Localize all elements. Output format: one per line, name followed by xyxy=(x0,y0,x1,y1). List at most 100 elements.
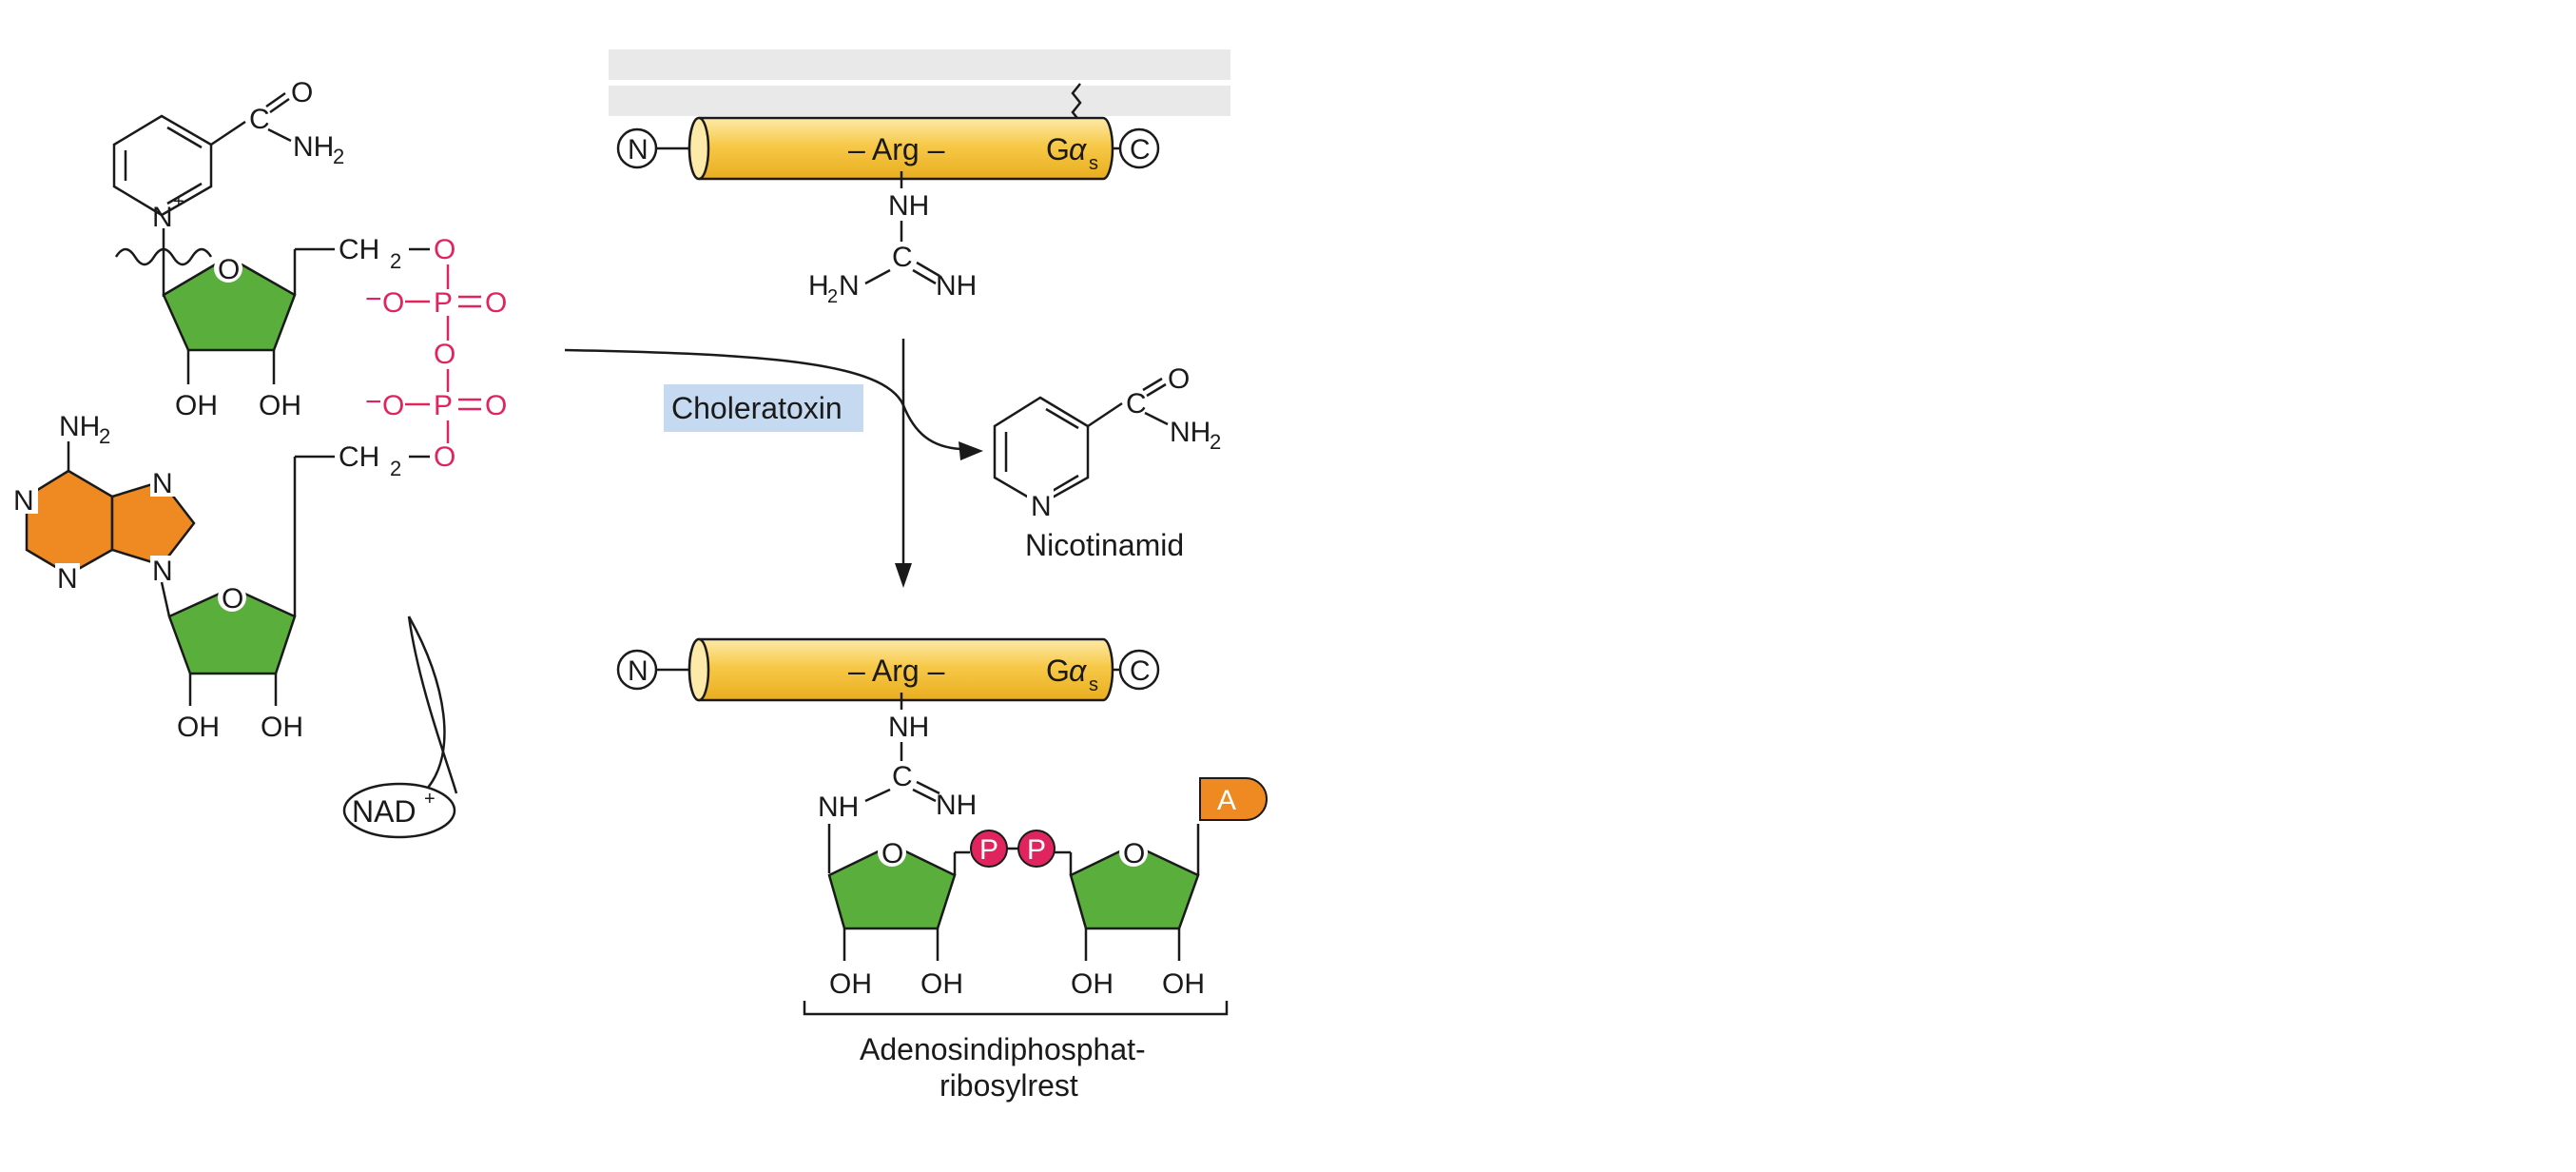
upper-ribose-o: O xyxy=(218,254,240,285)
adp-label-line-1: Adenosindiphosphat- xyxy=(860,1032,1146,1066)
adenine-n9: N xyxy=(152,556,173,587)
arg-nh-bottom: NH xyxy=(888,712,929,743)
adp-ribose-right-o: O xyxy=(1123,838,1145,869)
nicotinamide-product: C O NH 2 N Nicotinamid xyxy=(993,363,1221,562)
adp-ribose-left xyxy=(827,843,957,930)
g-alpha-s-bottom: N C – Arg – G α s NH C NH NH xyxy=(616,637,1160,873)
arg-nh-right-bottom: NH xyxy=(936,790,977,821)
enzyme-label: Choleratoxin xyxy=(671,391,843,425)
nad-ring-charge: + xyxy=(173,191,184,212)
adenine-tag xyxy=(1199,777,1268,821)
arg-nh-left-bottom: NH xyxy=(818,791,859,823)
svg-text:N: N xyxy=(628,655,649,687)
nicotinamide-o: O xyxy=(1168,363,1190,395)
upper-ribose: O OH OH CH 2 xyxy=(162,234,430,421)
upper-ribose-oh-1: OH xyxy=(175,390,218,421)
upper-ribose-oh-2: OH xyxy=(259,390,301,421)
nicotinamide-label: Nicotinamid xyxy=(1025,528,1184,562)
nicotinamide-nh2: NH xyxy=(1170,417,1211,448)
nicotinamide-c: C xyxy=(1126,388,1147,420)
nad-label: NAD xyxy=(352,794,416,829)
nad-carboxamide-nh: NH xyxy=(293,131,334,163)
lower-ribose-ring xyxy=(167,586,297,675)
adp-ribose-right-oh-1: OH xyxy=(1071,968,1114,1000)
nad-carboxamide-sub: 2 xyxy=(333,145,344,168)
g-label-top: G xyxy=(1046,132,1070,166)
phosphate-o-double-2: O xyxy=(485,390,507,421)
lower-ribose-o: O xyxy=(222,583,243,615)
svg-text:α: α xyxy=(1069,654,1087,688)
phosphate-p-2: P xyxy=(434,390,453,421)
phosphate-p-1: P xyxy=(434,287,453,319)
nad-carboxamide-c: C xyxy=(249,104,270,135)
svg-text:N: N xyxy=(628,134,649,166)
upper-ribose-ring xyxy=(162,255,297,352)
adenine-nh2: NH xyxy=(59,411,100,442)
pyrophosphate: O − O P O O − O P O O xyxy=(365,234,507,473)
phosphate-o-double-1: O xyxy=(485,287,507,319)
svg-text:A: A xyxy=(1217,785,1236,816)
svg-text:α: α xyxy=(1069,132,1087,166)
phosphate-o-bridge: O xyxy=(434,339,455,370)
phosphate-o-minus-2: O xyxy=(382,390,404,421)
phosphate-o-1: O xyxy=(434,234,455,265)
svg-text:2: 2 xyxy=(390,457,401,480)
nad-label-charge: + xyxy=(424,789,436,810)
lower-ch2: CH xyxy=(339,441,379,473)
lower-ribose-oh-2: OH xyxy=(261,712,303,743)
arg-h2n-top: H xyxy=(808,270,829,302)
adenine-n1: N xyxy=(13,485,34,517)
nad-molecule: C O NH 2 N + O OH OH CH 2 xyxy=(13,77,507,839)
g-label-bottom: G xyxy=(1046,654,1070,688)
svg-text:s: s xyxy=(1089,153,1098,174)
pyridinium-ring: C O NH 2 N + xyxy=(112,77,344,233)
membrane-layer-2 xyxy=(609,86,1230,116)
adenine-n7: N xyxy=(152,468,173,499)
svg-text:2: 2 xyxy=(1210,430,1221,454)
nad-ring-n: N xyxy=(152,202,173,233)
arg-nh-top: NH xyxy=(888,190,929,222)
phosphate-minus-2: − xyxy=(365,386,382,418)
arg-residue-top: – Arg – xyxy=(848,132,945,166)
nad-label-ellipse xyxy=(342,782,456,839)
phosphate-o-minus-1: O xyxy=(382,287,404,319)
lower-ribose-oh-1: OH xyxy=(177,712,220,743)
cleavage-wavy-line xyxy=(114,247,213,266)
svg-text:s: s xyxy=(1089,674,1098,695)
svg-text:2: 2 xyxy=(99,424,110,448)
membrane xyxy=(609,49,1230,123)
nad-carboxamide-o: O xyxy=(291,77,313,108)
arg-c-bottom: C xyxy=(892,761,913,792)
arg-nh-double-top: NH xyxy=(936,270,977,302)
reaction-arrow: Choleratoxin xyxy=(564,339,983,588)
upper-ch2: CH xyxy=(339,234,379,265)
arg-residue-bottom: – Arg – xyxy=(848,654,945,688)
svg-text:C: C xyxy=(1130,134,1151,166)
membrane-layer-1 xyxy=(609,49,1230,80)
phosphate-circle-2 xyxy=(1017,830,1056,868)
svg-text:2: 2 xyxy=(390,249,401,273)
enzyme-label-box xyxy=(664,384,863,432)
svg-text:P: P xyxy=(1027,834,1046,866)
svg-text:N: N xyxy=(839,270,860,302)
adp-ribose-left-oh-2: OH xyxy=(920,968,963,1000)
adp-ribose-left-o: O xyxy=(881,838,903,869)
phosphate-o-2: O xyxy=(434,441,455,473)
g-alpha-s-top: N C – Arg – G α s NH C H 2 N NH xyxy=(616,116,1160,307)
adp-label-line-2: ribosylrest xyxy=(939,1068,1078,1103)
membrane-anchor xyxy=(1071,83,1082,123)
lower-ribose: O OH OH xyxy=(167,583,303,743)
upper-ribose-o-bg xyxy=(214,254,242,283)
phosphate-minus-1: − xyxy=(365,283,382,315)
adp-bracket xyxy=(803,1001,1229,1016)
arg-c-top: C xyxy=(892,242,913,273)
adp-ribose-left-oh-1: OH xyxy=(829,968,872,1000)
svg-text:P: P xyxy=(979,834,998,866)
adenine: NH 2 N N N N xyxy=(13,411,196,617)
adp-ribose-right xyxy=(1069,843,1200,930)
adp-ribose: O OH OH P P O OH OH A Adenosindiphosphat… xyxy=(803,777,1268,1103)
adenine-n3: N xyxy=(57,563,78,595)
adp-ribose-right-oh-2: OH xyxy=(1162,968,1205,1000)
